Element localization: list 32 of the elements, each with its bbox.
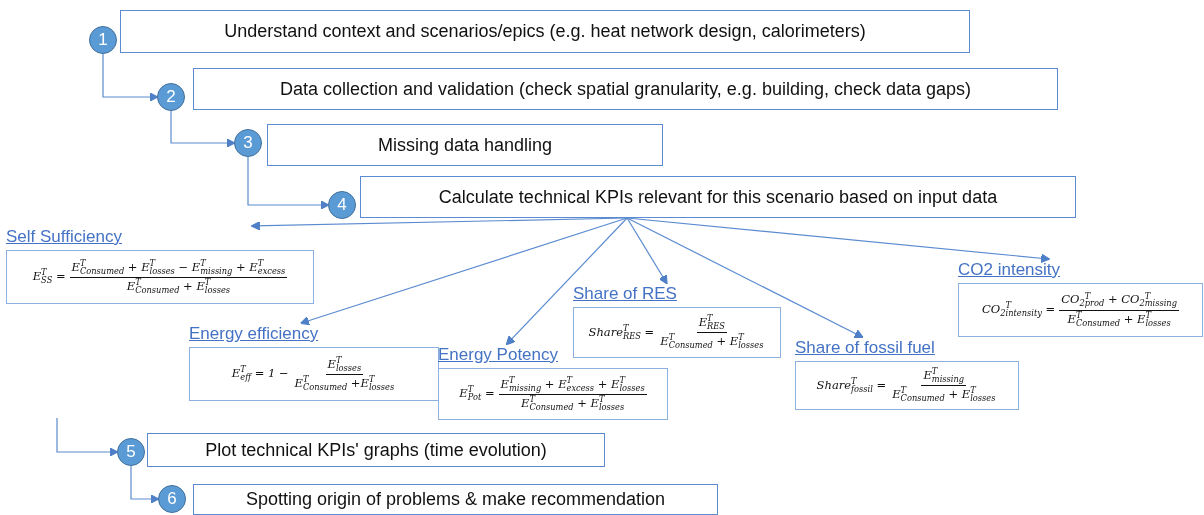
arrow <box>102 53 159 102</box>
arrow <box>626 217 668 285</box>
step-number-circle: 5 <box>117 438 145 466</box>
step-number-circle: 4 <box>328 191 356 219</box>
step-number-circle: 6 <box>158 485 186 513</box>
kpi-heading: Share of RES <box>573 283 677 305</box>
arrow <box>56 417 119 457</box>
arrow <box>505 217 628 346</box>
step-number-circle: 1 <box>89 26 117 54</box>
arrow <box>130 465 160 504</box>
arrow <box>170 110 236 148</box>
kpi-heading: Share of fossil fuel <box>795 337 935 359</box>
formula-lhs: Share$^{T}$$_{RES}$ = <box>588 324 655 341</box>
kpi-heading: Energy efficiency <box>189 323 319 345</box>
step-number-circle: 3 <box>234 129 262 157</box>
step-box: Data collection and validation (check spatial granularity, e.g. building, check data gaps) <box>193 68 1058 110</box>
arrow <box>247 156 330 210</box>
step-box: Understand context and scenarios/epics (e.g. heat network design, calorimeters) <box>120 10 970 53</box>
kpi-heading: Self Sufficiency <box>6 226 122 248</box>
formula-lhs: E$^{T}$$_{Pot}$ = <box>459 386 495 402</box>
step-box: Plot technical KPIs' graphs (time evolution) <box>147 433 605 467</box>
arrow <box>626 217 864 338</box>
formula-lhs: E$^{T}$$_{eff}$ = 1 − <box>231 366 289 382</box>
step-box: Spotting origin of problems & make recommendation <box>193 484 718 515</box>
formula-lhs: E$^{T}$$_{SS}$ = <box>32 269 66 285</box>
step-number-circle: 2 <box>157 83 185 111</box>
formula-lhs: Share$^{T}$$_{fossil}$ = <box>816 377 887 394</box>
arrow <box>300 217 628 326</box>
kpi-heading: Energy Potency <box>438 344 558 366</box>
step-box: Calculate technical KPIs relevant for this scenario based on input data <box>360 176 1076 218</box>
kpi-heading: CO2 intensity <box>958 259 1061 281</box>
step-box: Missing data handling <box>267 124 663 166</box>
